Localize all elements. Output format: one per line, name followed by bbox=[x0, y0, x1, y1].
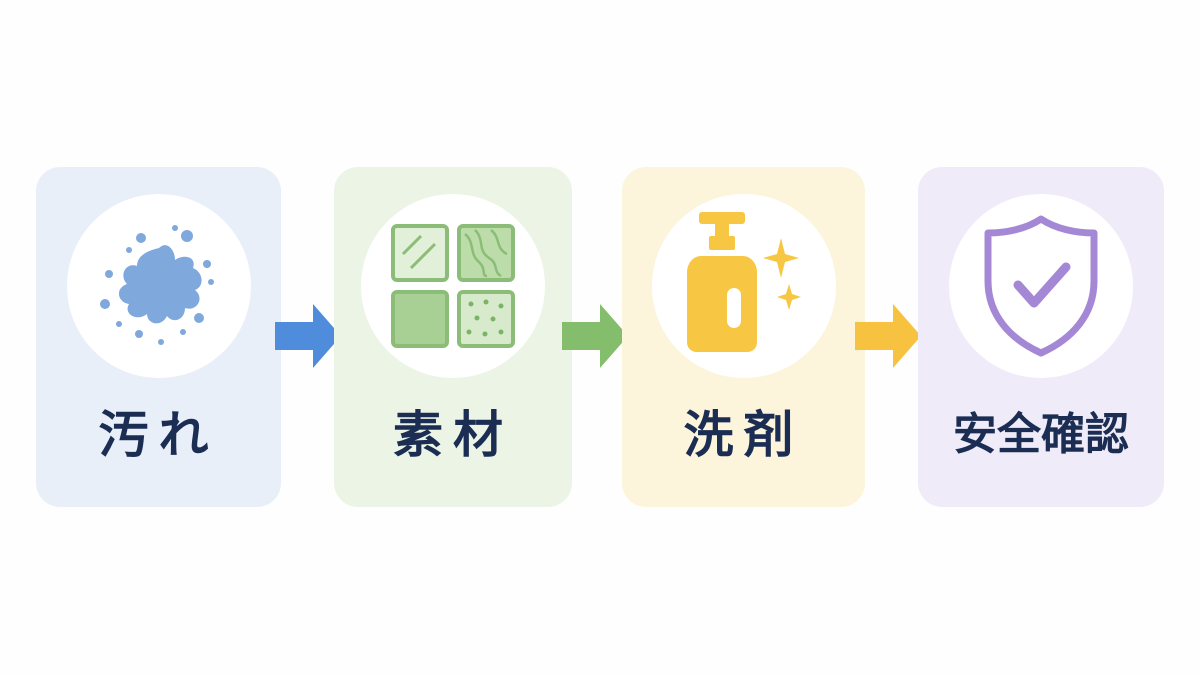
step-label: 洗剤 bbox=[683, 406, 804, 464]
arrow-right-icon bbox=[562, 304, 628, 368]
step-card-detergent: 洗剤 bbox=[622, 167, 865, 507]
step-label: 安全確認 bbox=[953, 409, 1129, 460]
detergent-bottle-icon bbox=[686, 212, 801, 352]
step-card-stain: 汚れ bbox=[36, 167, 281, 507]
material-tiles-icon bbox=[391, 224, 515, 348]
icon-circle bbox=[651, 194, 836, 378]
arrow-right-icon bbox=[275, 304, 341, 368]
step-card-material: 素材 bbox=[334, 167, 572, 507]
step-label: 汚れ bbox=[98, 406, 219, 464]
step-card-safety-check: 安全確認 bbox=[918, 167, 1164, 507]
shield-check-icon bbox=[984, 215, 1098, 357]
icon-circle bbox=[949, 194, 1133, 378]
icon-circle bbox=[66, 194, 251, 378]
step-label: 素材 bbox=[393, 406, 513, 464]
icon-circle bbox=[361, 194, 545, 378]
arrow-right-icon bbox=[855, 304, 921, 368]
splash-icon bbox=[99, 225, 214, 345]
